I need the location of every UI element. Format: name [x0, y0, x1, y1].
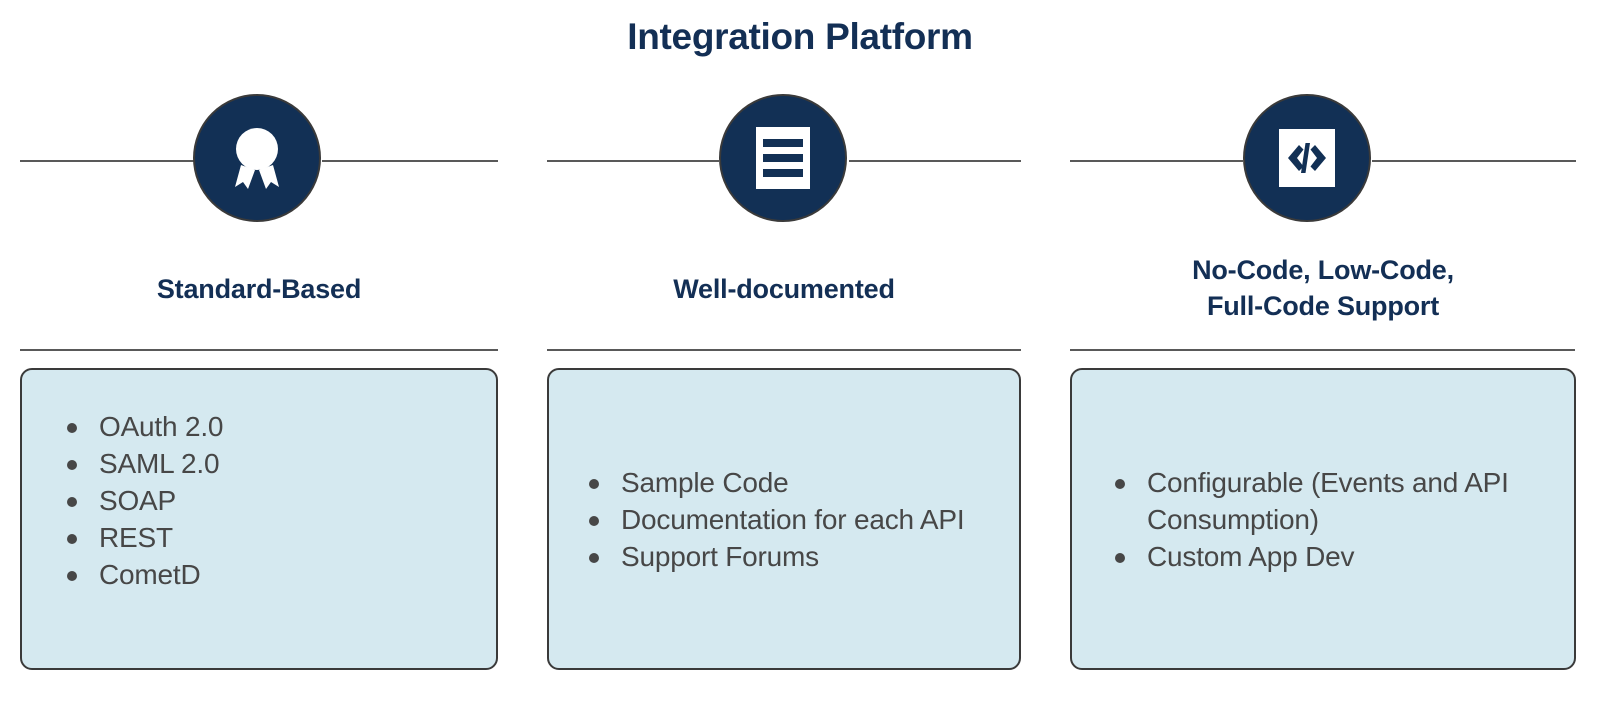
connector-line-left-1 — [20, 160, 196, 162]
list-item-label: Documentation for each API — [621, 503, 965, 535]
column-heading-line-1: No-Code, Low-Code, — [1192, 255, 1454, 285]
list-item: Sample Code — [579, 464, 1019, 501]
page-title: Integration Platform — [627, 16, 973, 57]
column-heading-standard-based: Standard-Based — [156, 274, 362, 304]
list-item-label: Sample Code — [621, 466, 789, 498]
bullet-dot-icon — [589, 478, 599, 489]
bullet-list-standard-based: OAuth 2.0 SAML 2.0 SOAP REST CometD — [22, 408, 496, 593]
list-item: OAuth 2.0 — [57, 408, 496, 445]
list-item: Documentation for each API — [579, 501, 1019, 538]
list-item: SAML 2.0 — [57, 445, 496, 482]
connector-line-left-3 — [1070, 160, 1243, 162]
card-no-code-low-code: Configurable (Events and API Consumption… — [1070, 368, 1576, 670]
list-item: SOAP — [57, 482, 496, 519]
column-heading-well-documented: Well-documented — [673, 274, 895, 304]
card-well-documented: Sample Code Documentation for each API S… — [547, 368, 1021, 670]
document-lines-icon — [756, 127, 810, 189]
bullet-dot-icon — [67, 460, 77, 470]
card-standard-based: OAuth 2.0 SAML 2.0 SOAP REST CometD — [20, 368, 498, 670]
list-item-label: SAML 2.0 — [99, 448, 220, 479]
column-heading-no-code-low-code: No-Code, Low-Code, Full-Code Support — [1070, 252, 1576, 325]
code-brackets-icon — [1279, 129, 1335, 187]
bullet-dot-icon — [1115, 478, 1125, 489]
list-item-label: SOAP — [99, 485, 177, 516]
list-item-label: Support Forums — [621, 540, 819, 572]
column-well-documented: Well-documented Sample Code Documentatio… — [547, 0, 1021, 709]
bullet-dot-icon — [67, 497, 77, 507]
list-item: CometD — [57, 556, 496, 593]
bullet-dot-icon — [67, 534, 77, 544]
connector-line-right-1 — [322, 160, 498, 162]
list-item-label: Configurable (Events and API Consumption… — [1147, 466, 1509, 535]
connector-line-right-2 — [849, 160, 1021, 162]
award-ribbon-icon-badge — [193, 94, 321, 222]
list-item: REST — [57, 519, 496, 556]
bullet-list-well-documented: Sample Code Documentation for each API S… — [549, 464, 1019, 575]
column-standard-based: Standard-Based OAuth 2.0 SAML 2.0 SOAP R… — [20, 0, 498, 709]
award-ribbon-icon — [235, 128, 279, 189]
connector-line-right-3 — [1372, 160, 1576, 162]
bullet-dot-icon — [589, 552, 599, 563]
list-item-label: REST — [99, 522, 173, 553]
bullet-dot-icon — [1115, 552, 1125, 563]
code-brackets-icon-badge — [1243, 94, 1371, 222]
list-item: Custom App Dev — [1105, 538, 1574, 575]
list-item: Configurable (Events and API Consumption… — [1105, 464, 1574, 538]
list-item: Support Forums — [579, 538, 1019, 575]
column-divider-3 — [1070, 349, 1575, 351]
list-item-label: CometD — [99, 559, 201, 590]
bullet-dot-icon — [589, 515, 599, 526]
list-item-label: Custom App Dev — [1147, 540, 1355, 572]
column-heading-line-2: Full-Code Support — [1206, 291, 1440, 322]
bullet-dot-icon — [67, 571, 77, 581]
bullet-dot-icon — [67, 423, 77, 433]
connector-line-band — [0, 160, 1600, 162]
column-divider-2 — [547, 349, 1021, 351]
connector-line-left-2 — [547, 160, 719, 162]
list-item-label: OAuth 2.0 — [99, 411, 224, 442]
document-lines-icon-badge — [719, 94, 847, 222]
column-divider-1 — [20, 349, 498, 351]
bullet-list-no-code-low-code: Configurable (Events and API Consumption… — [1072, 464, 1574, 575]
column-no-code-low-code: No-Code, Low-Code, Full-Code Support Con… — [1070, 0, 1576, 709]
